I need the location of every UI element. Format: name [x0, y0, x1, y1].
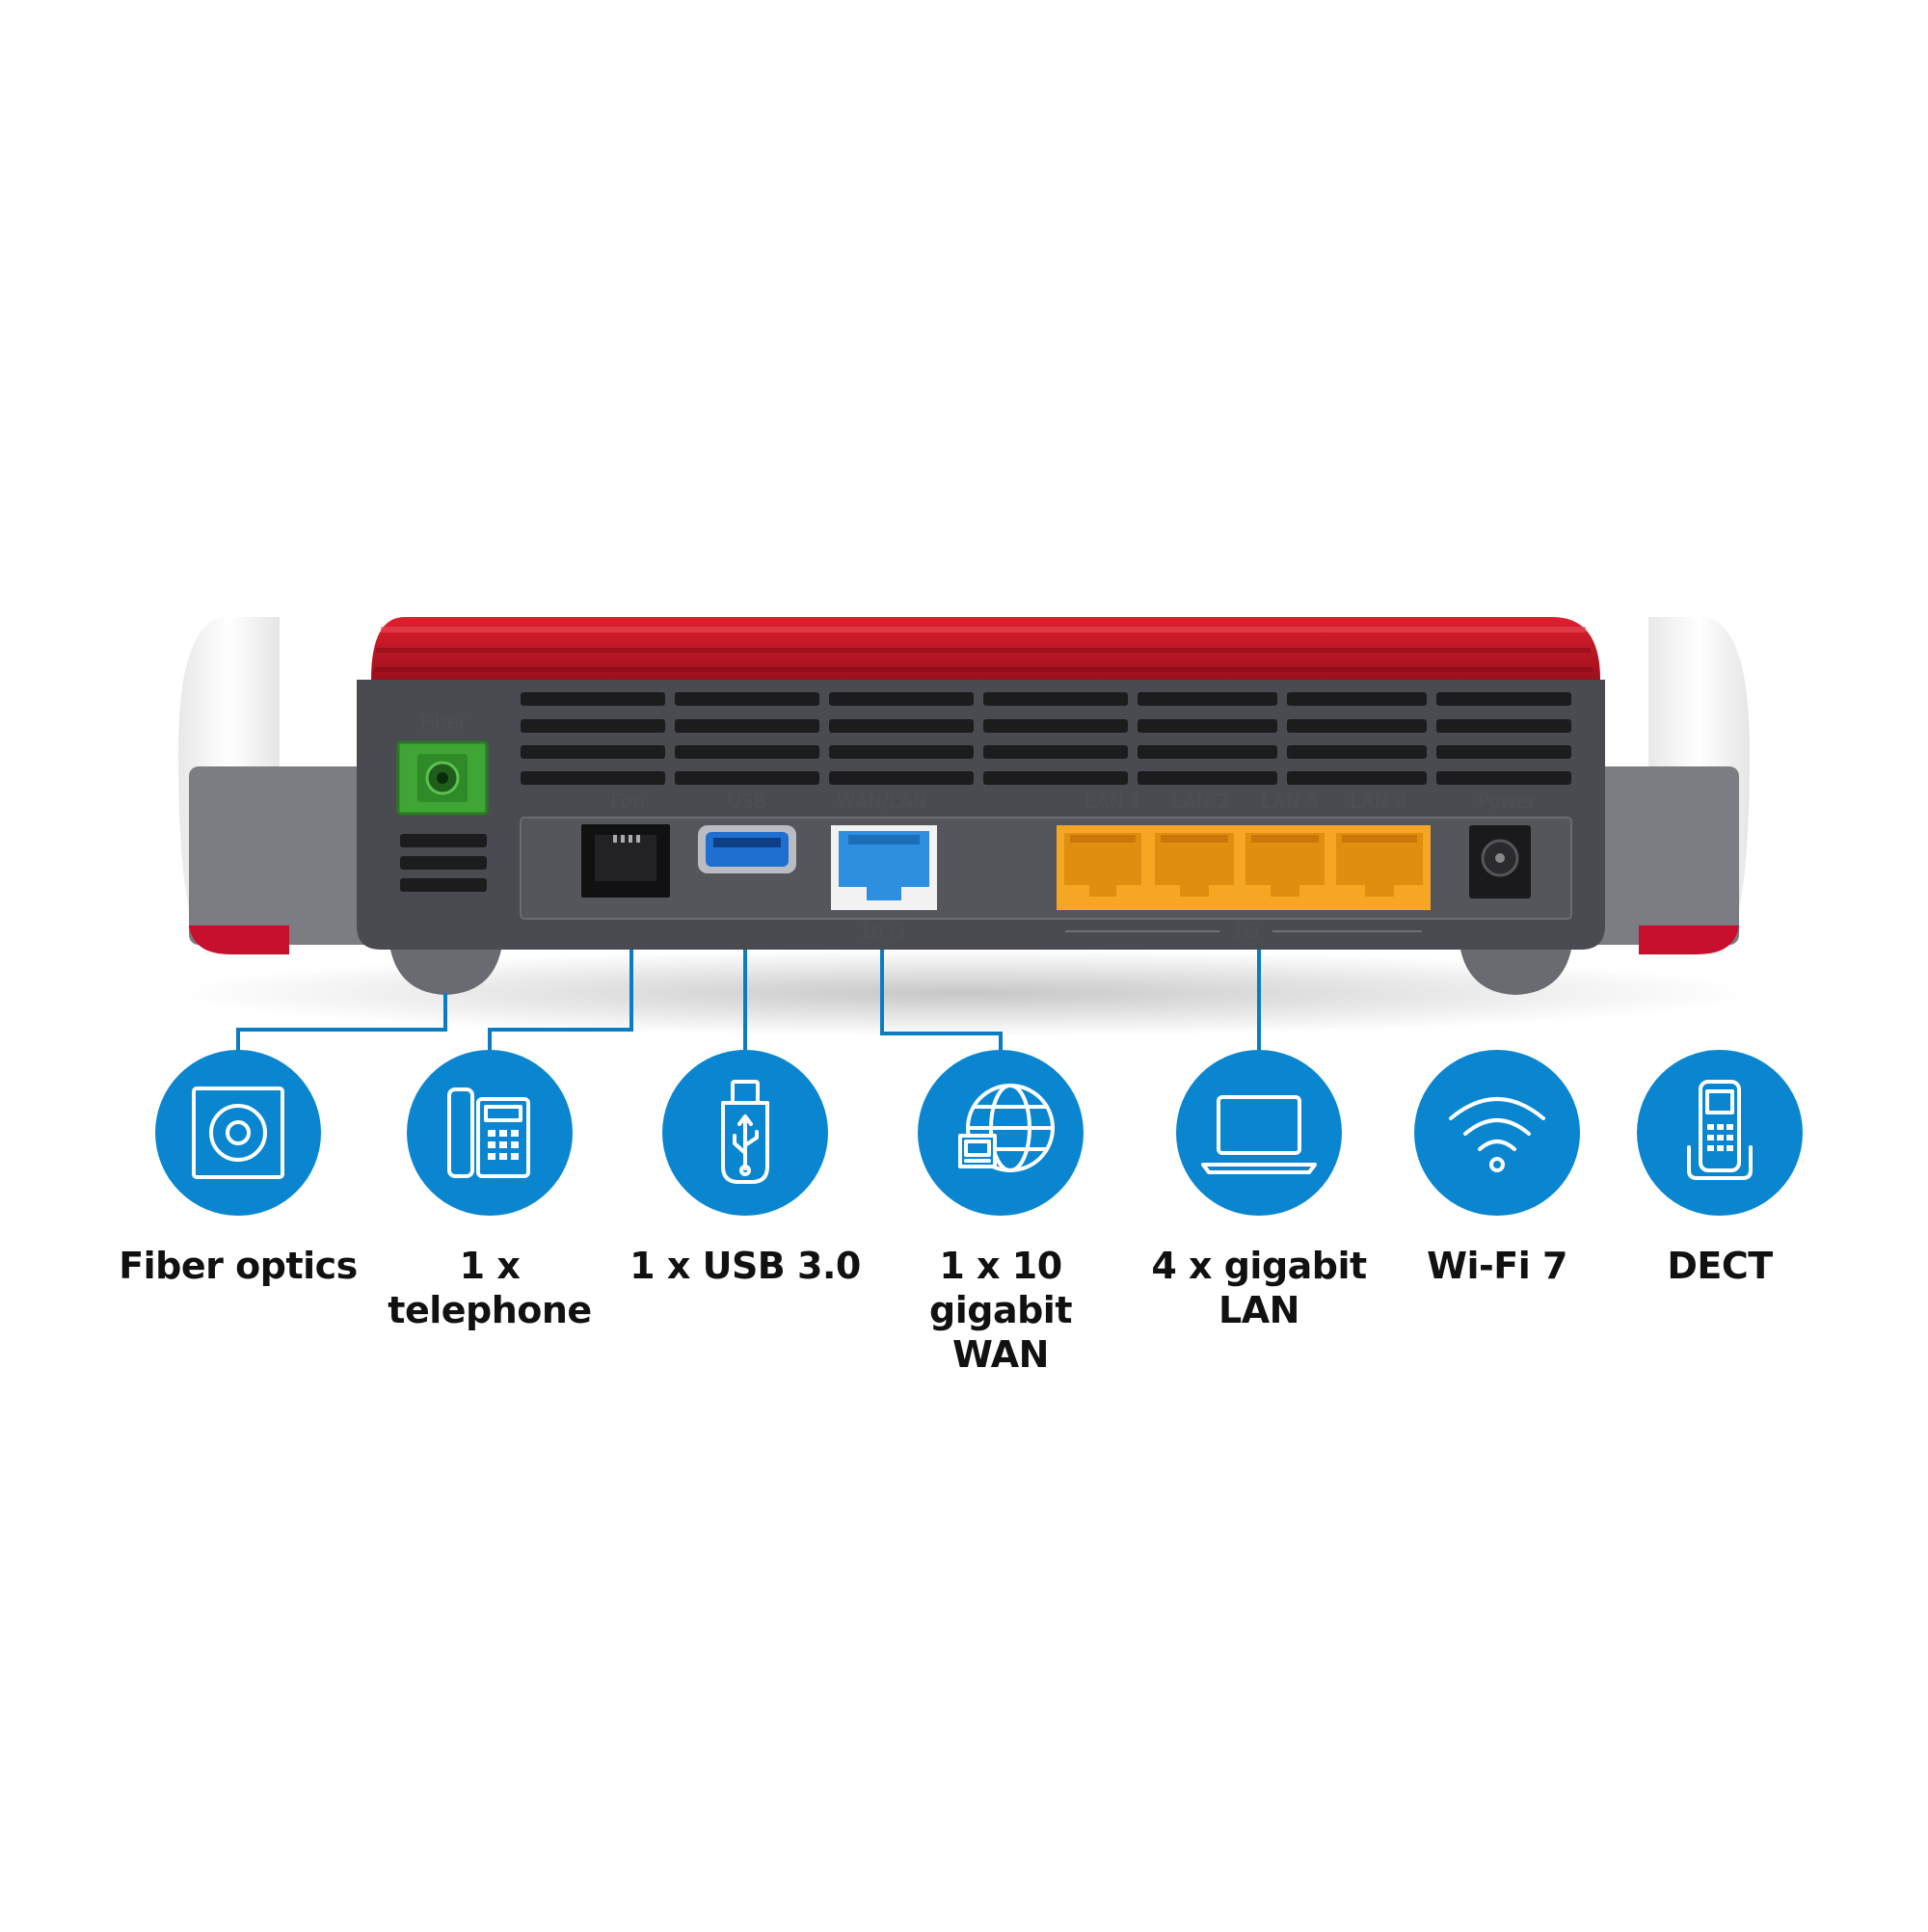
feature-label-line: 1 x telephone [388, 1245, 592, 1331]
fiber-port[interactable] [396, 740, 489, 816]
feature-label-line: 1 x USB 3.0 [629, 1245, 861, 1287]
circle-dect [1637, 1050, 1803, 1216]
label-wan-lan: WAN/LAN [837, 790, 927, 813]
power-port[interactable] [1469, 825, 1531, 899]
label-lan3: LAN 3 [1261, 790, 1318, 813]
feature-label-telephone: 1 x telephone [355, 1244, 625, 1332]
connector-lines [236, 950, 1261, 1053]
feature-label-line: 4 x gigabit [1151, 1245, 1367, 1287]
fon-port[interactable] [581, 824, 670, 898]
line-telephone [488, 950, 633, 1053]
line-fiber [236, 993, 447, 1053]
feature-label-line: Fiber optics [119, 1245, 358, 1287]
lan-port-4[interactable] [1336, 833, 1423, 897]
circle-lan [1176, 1050, 1342, 1216]
circle-fiber-optics [155, 1050, 321, 1216]
red-housing-top [371, 617, 1600, 680]
lan-port-2[interactable] [1155, 833, 1234, 897]
fiber-optics-icon [192, 1087, 284, 1179]
label-fiber: Fiber [420, 711, 469, 734]
feature-label-line: DECT [1667, 1245, 1773, 1287]
ground-shadow [174, 950, 1754, 1036]
left-end-cap [178, 617, 391, 954]
feature-label-line: WAN [952, 1333, 1049, 1376]
dect-phone-icon [1687, 1080, 1753, 1180]
feature-label-wifi: Wi-Fi 7 [1362, 1244, 1632, 1288]
lan-port-3[interactable] [1245, 833, 1325, 897]
feature-label-line: 1 x 10 gigabit [929, 1245, 1072, 1331]
feature-label-dect: DECT [1585, 1244, 1855, 1288]
label-power: Power [1478, 790, 1537, 813]
label-lan1: LAN 1 [1084, 790, 1141, 813]
usb-stick-icon [721, 1080, 769, 1184]
feature-label-lan: 4 x gigabit LAN [1124, 1244, 1394, 1332]
feature-label-line: LAN [1218, 1289, 1299, 1331]
laptop-icon [1201, 1095, 1317, 1174]
lan-port-1[interactable] [1064, 833, 1141, 897]
wan-lan-port[interactable] [831, 825, 937, 910]
circle-wifi [1414, 1050, 1580, 1216]
telephone-icon [447, 1087, 530, 1178]
router-feet [390, 950, 1571, 995]
feature-label-usb: 1 x USB 3.0 [610, 1244, 880, 1288]
feature-label-wan: 1 x 10 gigabit WAN [866, 1244, 1136, 1377]
circle-wan [918, 1050, 1084, 1216]
feature-label-line: Wi-Fi 7 [1427, 1245, 1567, 1287]
lan-ports[interactable] [1057, 825, 1431, 910]
feature-label-fiber-optics: Fiber optics [103, 1244, 373, 1288]
vent-slots [400, 692, 1571, 892]
wifi-icon [1449, 1097, 1545, 1172]
label-wan-speed: 10 G [859, 920, 904, 943]
usb-port[interactable] [698, 825, 796, 873]
feature-circles [155, 1050, 1803, 1216]
label-lan-speed: 1G [1232, 920, 1259, 943]
label-fon: Fon [610, 790, 645, 813]
label-lan4: LAN 4 [1350, 790, 1406, 813]
globe-wan-icon [958, 1084, 1055, 1172]
label-lan2: LAN 2 [1171, 790, 1228, 813]
line-wan [880, 950, 1003, 1053]
label-usb: USB [727, 790, 766, 813]
